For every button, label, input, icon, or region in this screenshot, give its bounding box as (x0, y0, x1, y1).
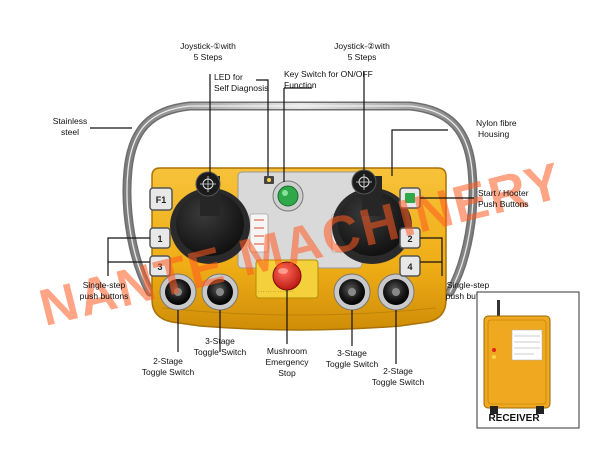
label-single-step-left: Single-step push buttons (80, 280, 129, 301)
mushroom-emergency-stop[interactable]: · · · · · · · · · · · · · · · (255, 259, 319, 299)
button-2-label: 2 (407, 234, 412, 244)
svg-text:Start / Hooter: Start / Hooter (478, 188, 529, 198)
svg-text:Stop: Stop (278, 368, 296, 378)
svg-text:LED for: LED for (214, 72, 243, 82)
svg-text:Function: Function (284, 80, 317, 90)
svg-text:Self Diagnosis: Self Diagnosis (214, 83, 268, 93)
svg-text:2-Stage: 2-Stage (153, 356, 183, 366)
label-2stage-right: 2-Stage Toggle Switch (372, 366, 425, 387)
receiver-label: RECEIVER (488, 413, 540, 424)
led-indicator (264, 176, 274, 184)
button-f1-label: F1 (156, 195, 167, 205)
label-3stage-left: 3-Stage Toggle Switch (194, 336, 247, 357)
svg-text:Toggle Switch: Toggle Switch (372, 377, 425, 387)
svg-text:Mushroom: Mushroom (267, 346, 307, 356)
label-stainless-steel: Stainless steel (53, 116, 88, 137)
button-4-label: 4 (407, 262, 412, 272)
label-mushroom-stop: Mushroom Emergency Stop (266, 346, 310, 378)
svg-text:Toggle Switch: Toggle Switch (194, 347, 247, 357)
svg-text:Key Switch for ON/OFF: Key Switch for ON/OFF (284, 69, 373, 79)
label-2stage-left: 2-Stage Toggle Switch (142, 356, 195, 377)
label-single-step-right: Single-step push buttons (446, 280, 495, 301)
svg-text:Nylon fibre: Nylon fibre (476, 118, 517, 128)
joystick-left[interactable] (170, 171, 250, 264)
key-switch[interactable] (272, 180, 304, 212)
svg-text:Joystick-①with: Joystick-①with (180, 41, 236, 51)
stop-plate-text: · · · · · · · · · · · · · · · (258, 289, 294, 294)
label-led: LED for Self Diagnosis (214, 72, 268, 93)
svg-text:Toggle Switch: Toggle Switch (142, 367, 195, 377)
label-nylon-housing: Nylon fibre Housing (476, 118, 517, 139)
toggle-3stage-right[interactable] (333, 273, 371, 311)
button-f1[interactable]: F1 (149, 187, 173, 211)
label-start-hooter: Start / Hooter Push Buttons (478, 188, 529, 209)
svg-text:3-Stage: 3-Stage (337, 348, 367, 358)
receiver-inset: RECEIVER (476, 291, 580, 429)
button-4[interactable]: 4 (399, 255, 421, 277)
toggle-2stage-left[interactable] (159, 273, 197, 311)
button-start-hooter[interactable] (399, 187, 421, 209)
svg-text:Single-step: Single-step (447, 280, 490, 290)
leader-lines (90, 72, 474, 364)
svg-text:5 Steps: 5 Steps (194, 52, 223, 62)
svg-text:2-Stage: 2-Stage (383, 366, 413, 376)
svg-text:Joystick-②with: Joystick-②with (334, 41, 390, 51)
svg-text:steel: steel (61, 127, 79, 137)
svg-text:Emergency: Emergency (266, 357, 310, 367)
button-1-label: 1 (157, 234, 162, 244)
svg-text:push buttons: push buttons (80, 291, 129, 301)
button-3[interactable]: 3 (149, 255, 171, 277)
svg-text:Toggle Switch: Toggle Switch (326, 359, 379, 369)
label-joystick-left: Joystick-①with 5 Steps (180, 41, 236, 62)
svg-text:3-Stage: 3-Stage (205, 336, 235, 346)
button-3-label: 3 (157, 262, 162, 272)
toggle-3stage-left[interactable] (201, 273, 239, 311)
toggle-2stage-right[interactable] (377, 273, 415, 311)
button-1[interactable]: 1 (149, 227, 171, 249)
label-3stage-right: 3-Stage Toggle Switch (326, 348, 379, 369)
svg-text:Push Buttons: Push Buttons (478, 199, 529, 209)
svg-text:push buttons: push buttons (446, 291, 495, 301)
svg-text:Single-step: Single-step (83, 280, 126, 290)
label-key-switch: Key Switch for ON/OFF Function (284, 69, 373, 90)
svg-text:Stainless: Stainless (53, 116, 88, 126)
svg-text:5 Steps: 5 Steps (348, 52, 377, 62)
label-joystick-right: Joystick-②with 5 Steps (334, 41, 390, 62)
joystick-right[interactable] (332, 169, 412, 264)
svg-text:Housing: Housing (478, 129, 509, 139)
stainless-steel-frame (122, 101, 478, 297)
